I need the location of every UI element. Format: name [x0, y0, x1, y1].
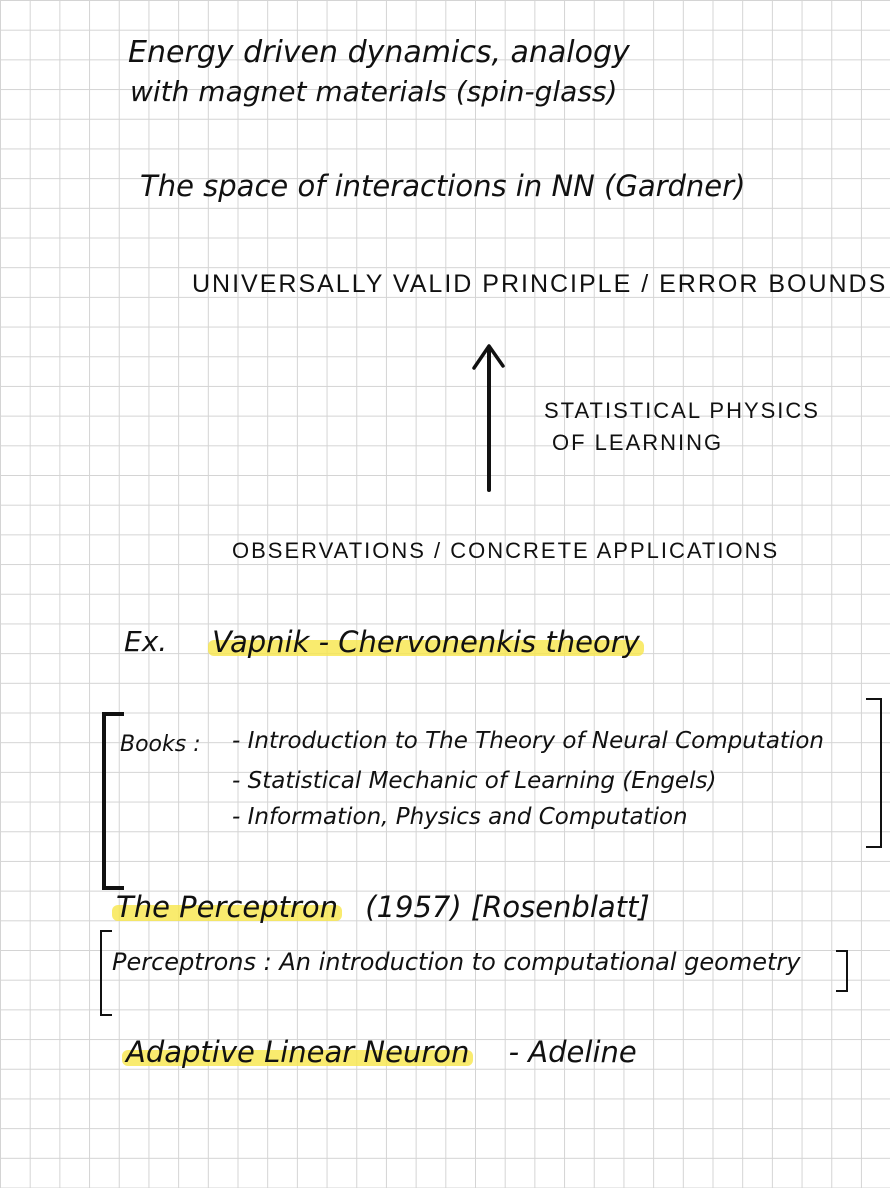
adaptive-line: Adaptive Linear Neuron - Adeline [121, 1035, 637, 1069]
space-of-interactions: The space of interactions in NN (Gardner… [140, 169, 746, 203]
energy-line-1: Energy driven dynamics, analogy [128, 35, 630, 70]
perceptrons-book: Perceptrons : An introduction to computa… [112, 948, 801, 976]
books-label: Books : [120, 732, 201, 757]
books-bracket-left [102, 712, 124, 890]
adaptive-highlight: Adaptive Linear Neuron [121, 1035, 474, 1069]
vc-theory-highlight: Vapnik - Chervonenkis theory [208, 625, 644, 659]
example-prefix: Ex. [124, 625, 168, 658]
energy-line-2: with magnet materials (spin-glass) [130, 75, 618, 108]
universal-principle-heading: UNIVERSALLY VALID PRINCIPLE / ERROR BOUN… [192, 270, 888, 298]
adaline-label: - Adeline [508, 1035, 637, 1069]
vc-theory: Vapnik - Chervonenkis theory [208, 625, 644, 659]
books-bracket-right [866, 698, 882, 848]
perceptrons-bracket-left [100, 930, 112, 1016]
book-item-1: - Introduction to The Theory of Neural C… [232, 728, 824, 754]
perceptron-line: The Perceptron (1957) [Rosenblatt] [111, 890, 650, 924]
perceptron-highlight: The Perceptron [111, 890, 343, 924]
statistical-physics-line-1: STATISTICAL PHYSICS [544, 398, 820, 423]
perceptron-year-author: (1957) [Rosenblatt] [365, 890, 650, 924]
observations-heading: OBSERVATIONS / CONCRETE APPLICATIONS [232, 538, 780, 563]
book-item-2: - Statistical Mechanic of Learning (Enge… [232, 768, 717, 794]
perceptrons-bracket-right [836, 950, 848, 992]
statistical-physics-line-2: OF LEARNING [552, 430, 724, 455]
book-item-3: - Information, Physics and Computation [232, 804, 688, 830]
